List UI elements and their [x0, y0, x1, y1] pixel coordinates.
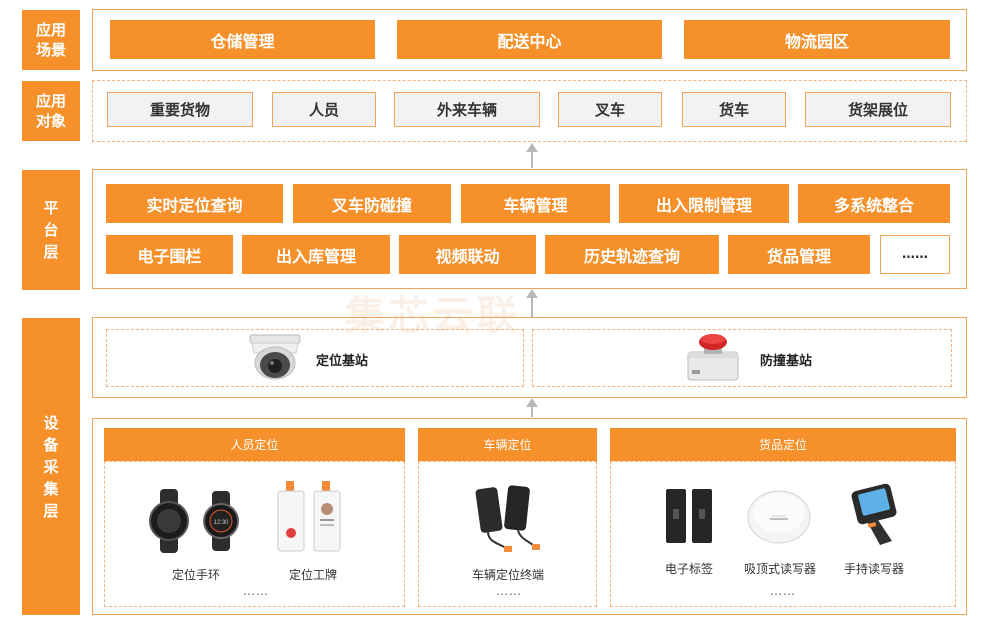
- platform-track-history[interactable]: 历史轨迹查询: [545, 235, 719, 274]
- layer-label-objects-text: 应用对象: [35, 92, 66, 130]
- anticollision-station-icon: [687, 334, 739, 381]
- station-cell-location: [106, 329, 524, 387]
- object-item-shelf[interactable]: 货架展位: [805, 92, 951, 127]
- svg-text:12:30: 12:30: [213, 520, 229, 526]
- object-item-visitor-vehicle[interactable]: 外来车辆: [394, 92, 540, 127]
- layer-label-scene: 应用场景: [22, 10, 80, 70]
- platform-forklift-anticollision[interactable]: 叉车防碰撞: [293, 184, 451, 223]
- object-item-forklift[interactable]: 叉车: [558, 92, 662, 127]
- personnel-more: ……: [243, 584, 269, 598]
- vehicle-more: ……: [496, 584, 522, 598]
- stations-frame: [92, 317, 967, 398]
- platform-access-restriction[interactable]: 出入限制管理: [619, 184, 789, 223]
- platform-system-integration[interactable]: 多系统整合: [798, 184, 950, 223]
- platform-video-linkage[interactable]: 视频联动: [399, 235, 536, 274]
- layer-label-scene-text: 应用场景: [35, 21, 66, 59]
- ceiling-reader-label: 吸顶式读写器: [743, 562, 816, 576]
- vehicle-terminal-icon: [475, 485, 540, 552]
- goods-more: ……: [770, 584, 796, 598]
- arrow-up-shaft: [531, 152, 533, 168]
- arrow-up-head-3: [526, 398, 538, 407]
- scene-frame: [92, 9, 967, 71]
- handheld-reader-icon: [851, 483, 897, 545]
- scene-item-warehouse[interactable]: 仓储管理: [110, 20, 375, 59]
- platform-goods-management[interactable]: 货品管理: [728, 235, 870, 274]
- anticollision-station-label: 防撞基站: [760, 354, 813, 369]
- arrow-up-head: [526, 143, 538, 152]
- scene-item-distribution[interactable]: 配送中心: [397, 20, 662, 59]
- badge-icon: [277, 481, 341, 552]
- layer-label-device: 设备采集层: [22, 318, 80, 615]
- electronic-tag-icon: [666, 489, 712, 543]
- devices-frame: [92, 418, 967, 615]
- wristband-icon: 12:30: [149, 489, 239, 553]
- group-body-vehicle: [418, 461, 597, 607]
- handheld-reader-label: 手持读写器: [843, 562, 904, 576]
- platform-more[interactable]: ……: [880, 235, 950, 274]
- layer-label-objects: 应用对象: [22, 81, 80, 141]
- location-station-icon: [249, 334, 301, 380]
- arrow-up-head-2: [526, 289, 538, 298]
- platform-vehicle-management[interactable]: 车辆管理: [461, 184, 610, 223]
- platform-frame: [92, 169, 967, 289]
- layer-label-device-text: 设备采集层: [43, 413, 59, 520]
- object-item-people[interactable]: 人员: [272, 92, 376, 127]
- group-body-personnel: [104, 461, 405, 607]
- station-cell-anticollision: [532, 329, 952, 387]
- object-item-goods[interactable]: 重要货物: [107, 92, 253, 127]
- location-station-label: 定位基站: [316, 354, 369, 369]
- vehicle-terminal-label: 车辆定位终端: [471, 568, 544, 582]
- object-item-truck[interactable]: 货车: [682, 92, 786, 127]
- scene-item-logistics-park[interactable]: 物流园区: [684, 20, 950, 59]
- group-header-vehicle: 车辆定位: [418, 428, 597, 461]
- electronic-tag-label: 电子标签: [664, 562, 713, 576]
- platform-realtime-location[interactable]: 实时定位查询: [106, 184, 283, 223]
- arrow-up-shaft-3: [531, 405, 533, 417]
- wristband-label: 定位手环: [171, 568, 220, 582]
- layer-label-platform: 平台层: [22, 170, 80, 290]
- platform-inout-warehouse[interactable]: 出入库管理: [242, 235, 390, 274]
- group-header-goods: 货品定位: [610, 428, 956, 461]
- watermark: 集芯云联: [345, 293, 521, 339]
- group-body-goods: [610, 461, 956, 607]
- layer-label-platform-text: 平台层: [43, 199, 59, 261]
- ceiling-reader-icon: [747, 490, 811, 544]
- arrow-up-shaft-2: [531, 297, 533, 317]
- group-header-personnel: 人员定位: [104, 428, 405, 461]
- badge-label: 定位工牌: [288, 568, 337, 582]
- objects-frame: [92, 80, 967, 142]
- platform-geofence[interactable]: 电子围栏: [106, 235, 233, 274]
